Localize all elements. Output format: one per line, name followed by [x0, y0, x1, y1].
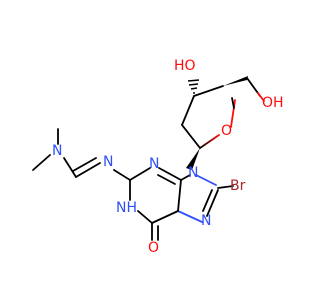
- bond-c3-c2: [181, 95, 195, 126]
- bond-c4-n3: [158, 167, 182, 181]
- bond-ch2-oh-red: [257, 92, 265, 102]
- bond-c4-n3-2: [157, 174, 176, 185]
- hash-c3-oh: [187, 79, 200, 94]
- bond-c1-o: [199, 134, 220, 149]
- label-n-imine: N: [103, 154, 113, 170]
- bond-ch-n: [63, 157, 77, 178]
- bond-n-methyl-b: [32, 154, 51, 171]
- wedge-c4-ch2: [223, 76, 248, 86]
- bond-n7-c5: [177, 210, 203, 223]
- bond-c4-n9: [180, 174, 191, 181]
- bond-c5-c4: [177, 179, 182, 212]
- label-n-dimethyl: N: [52, 143, 62, 159]
- molecule-diagram: HO OH O N N N N NH N Br O: [32, 58, 284, 256]
- bond-c3-c4: [193, 85, 224, 97]
- bond-o-c4: [230, 99, 236, 128]
- bond-c8-n7-2: [202, 189, 213, 212]
- label-n-imidazole: N: [201, 213, 211, 229]
- label-n9: N: [188, 165, 198, 181]
- label-n-pyrimidine-top: N: [149, 156, 159, 172]
- bond-n9-c8: [195, 174, 217, 186]
- label-br: Br: [230, 178, 246, 194]
- bond-n3-c2: [129, 167, 151, 181]
- bond-n-ch-2: [72, 157, 97, 172]
- bond-n-ch: [75, 162, 101, 178]
- wedge-c1-n9: [186, 148, 200, 170]
- label-o-ring: O: [221, 123, 232, 139]
- bond-c8-n7: [206, 189, 219, 217]
- bond-c6-c5: [151, 210, 179, 224]
- bond-c2-n-imine: [113, 169, 131, 181]
- label-ho-ring: HO: [174, 58, 196, 74]
- bond-n1-c6: [137, 210, 153, 224]
- bond-c8-br: [217, 185, 234, 189]
- label-oh-chain: OH: [262, 95, 284, 111]
- structure-svg: HO OH O N N N N NH N Br O: [32, 58, 284, 256]
- label-nh: NH: [116, 200, 137, 216]
- bond-o-c4-b: [231, 97, 235, 109]
- bond-c2-c1: [181, 124, 201, 149]
- label-o-carbonyl: O: [148, 240, 159, 256]
